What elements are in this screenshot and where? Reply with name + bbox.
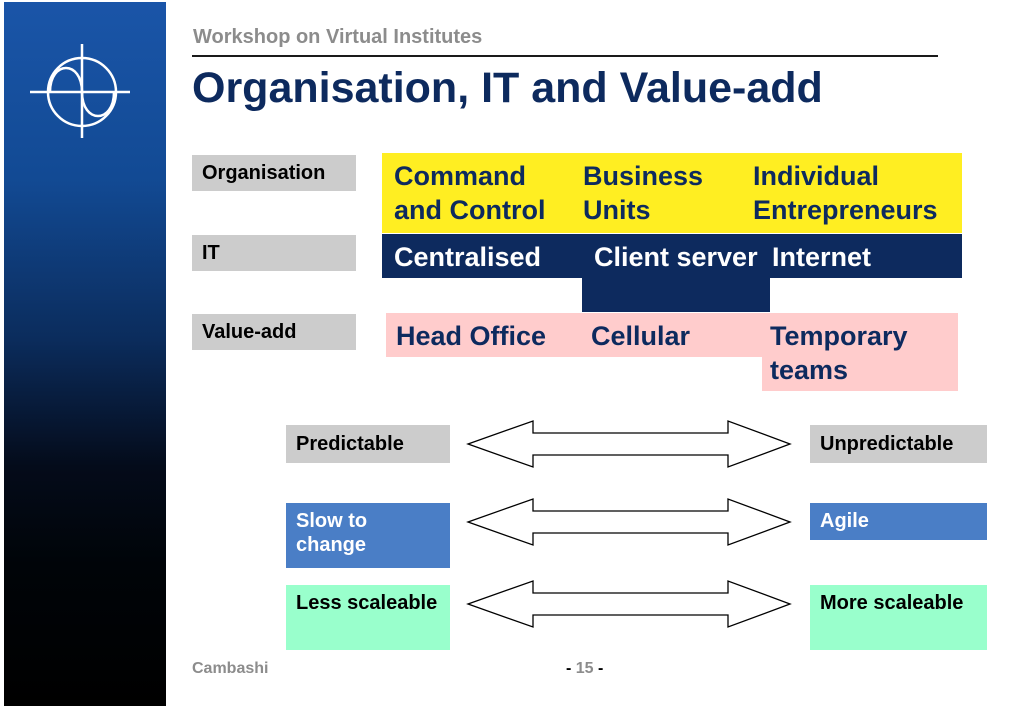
page-title: Organisation, IT and Value-add: [192, 64, 823, 112]
double-arrow-icon: [466, 580, 792, 628]
spectrum-right-more-scaleable: More scaleable: [810, 585, 987, 650]
row-label-value-add: Value-add: [192, 314, 356, 350]
it-band-extension: [582, 234, 770, 312]
it-cell-centralised: Centralised: [394, 242, 542, 272]
row-label-it: IT: [192, 235, 356, 271]
it-cell-client-server: Client server: [594, 242, 758, 272]
page-dash-right: -: [598, 660, 604, 677]
spectrum-left-less-scaleable: Less scaleable: [286, 585, 450, 650]
organisation-cell-individual: Individual Entrepreneurs: [753, 161, 938, 225]
value-add-band-extension: [762, 313, 958, 391]
page-number: - 15 -: [566, 660, 603, 678]
organisation-cell-command: Command and Control: [394, 161, 546, 225]
header-rule: [192, 55, 938, 57]
value-add-cell-temporary: Temporary teams: [770, 321, 908, 385]
logo-icon: [30, 44, 130, 138]
organisation-band: Command and Control Business Units Indiv…: [382, 153, 962, 233]
it-cell-internet: Internet: [772, 242, 872, 272]
page-number-value: 15: [575, 660, 594, 677]
sidebar: [4, 2, 166, 706]
double-arrow-icon: [466, 498, 792, 546]
spectrum-left-predictable: Predictable: [286, 425, 450, 463]
double-arrow-icon: [466, 420, 792, 468]
spectrum-right-unpredictable: Unpredictable: [810, 425, 987, 463]
page-dash-left: -: [566, 660, 572, 677]
spectrum-left-slow: Slow to change: [286, 503, 450, 568]
subtitle: Workshop on Virtual Institutes: [193, 26, 483, 48]
value-add-cell-head-office: Head Office: [396, 321, 547, 351]
row-label-organisation: Organisation: [192, 155, 356, 191]
value-add-cell-cellular: Cellular: [591, 321, 691, 351]
spectrum-right-agile: Agile: [810, 503, 987, 540]
footer-company: Cambashi: [192, 660, 269, 677]
organisation-cell-business: Business Units: [583, 161, 704, 225]
